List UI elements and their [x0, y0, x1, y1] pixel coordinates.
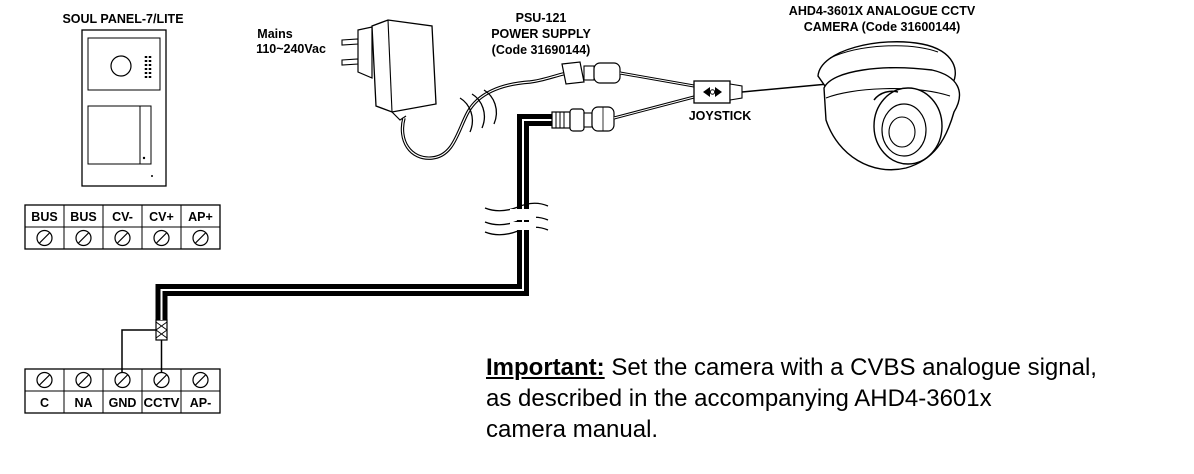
joystick-label: JOYSTICK [689, 109, 752, 123]
dome-camera-icon: AHD4-3601X ANALOGUE CCTV CAMERA (Code 31… [789, 4, 976, 171]
bnc-connector [551, 106, 615, 132]
mains-voltage-label: 110~240Vac [256, 42, 326, 56]
monitor-screw-icons [36, 371, 209, 389]
panel-terminal-cv-plus: CV+ [149, 210, 174, 224]
psu-model-label: PSU-121 [516, 11, 567, 25]
panel-terminal-ap-plus: AP+ [188, 210, 213, 224]
panel-screw-icons [36, 229, 209, 247]
monitor-terminal-c: C [40, 396, 49, 410]
camera-cable [741, 83, 829, 93]
camera-lens-icon [110, 55, 132, 77]
coax-termination [121, 319, 168, 372]
psu-code-label: (Code 31690144) [492, 43, 591, 57]
dc-plug-icon [561, 61, 621, 85]
door-panel: SOUL PANEL-7/LITE [62, 12, 184, 187]
camera-code-label: CAMERA (Code 31600144) [804, 20, 961, 34]
joystick-icon: JOYSTICK [689, 80, 752, 123]
mains-label: Mains [257, 27, 292, 41]
note-line-1: Important: Set the camera with a CVBS an… [486, 352, 1186, 383]
note-heading: Important: [486, 354, 605, 381]
note-line-2: as described in the accompanying AHD4-36… [486, 385, 992, 412]
psu: Mains 110~240Vac PSU-121 POWER SUPPLY (C… [256, 11, 621, 160]
important-note: Important: Set the camera with a CVBS an… [486, 352, 1186, 445]
monitor-terminal-block: C NA GND CCTV AP- [24, 368, 221, 414]
monitor-terminal-ap-minus: AP- [190, 396, 212, 410]
monitor-terminal-gnd: GND [109, 396, 137, 410]
panel-terminal-cv-minus: CV- [112, 210, 133, 224]
panel-terminal-bus-1: BUS [31, 210, 57, 224]
monitor-terminal-na: NA [74, 396, 92, 410]
monitor-terminal-cctv: CCTV [144, 396, 181, 410]
panel-terminal-bus-2: BUS [70, 210, 96, 224]
panel-terminal-block: BUS BUS CV- CV+ AP+ [24, 204, 221, 250]
camera-leads [613, 71, 695, 120]
camera-model-label: AHD4-3601X ANALOGUE CCTV [789, 4, 976, 18]
note-line-3: camera manual. [486, 416, 659, 443]
panel-label: SOUL PANEL-7/LITE [62, 12, 183, 26]
psu-name-label: POWER SUPPLY [491, 27, 591, 41]
mains-plug-icon [341, 26, 373, 79]
note-text-1: Set the camera with a CVBS analogue sign… [604, 354, 1097, 381]
coax-cable [155, 114, 556, 320]
